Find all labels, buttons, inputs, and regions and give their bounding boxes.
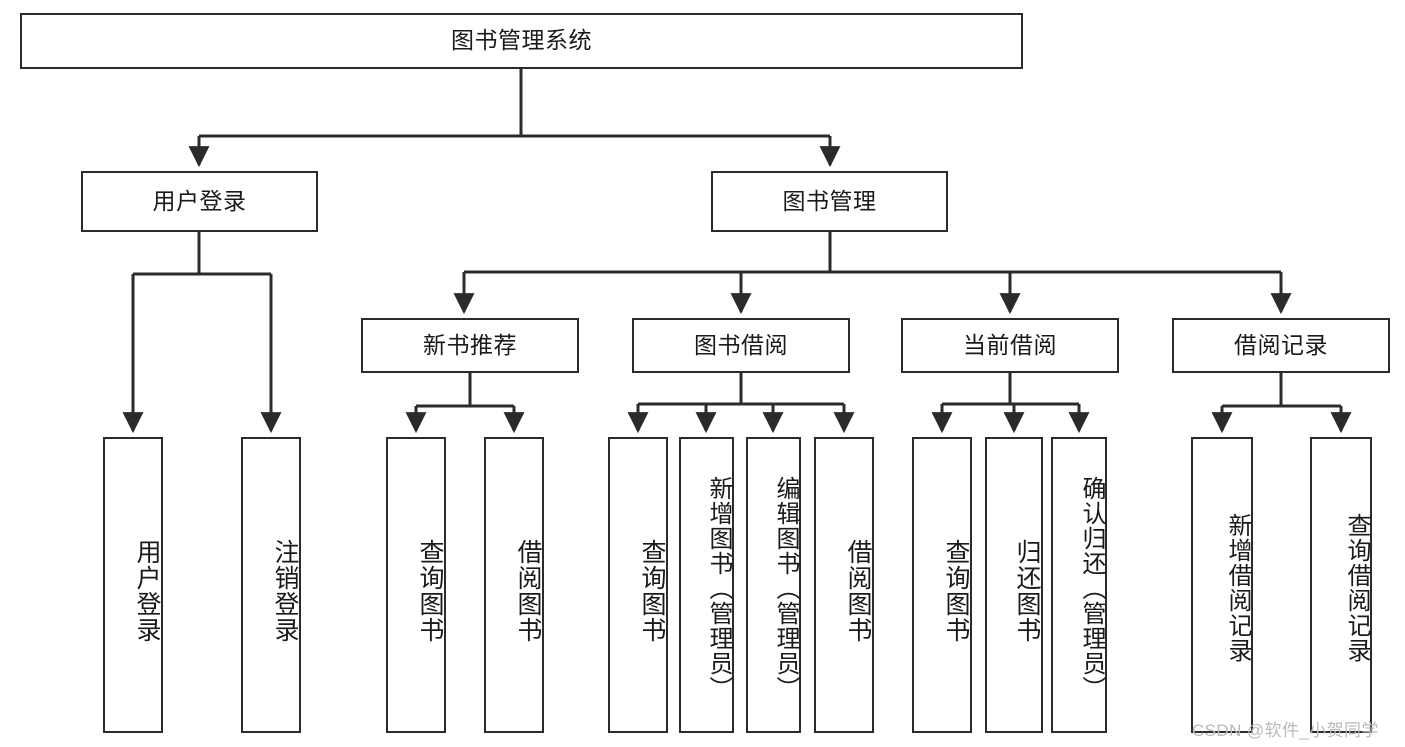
node-book-manage[interactable]: 图书管理	[711, 171, 948, 232]
node-label: 借阅图书	[514, 539, 542, 643]
node-label: 确认归还（管理员）	[1078, 475, 1105, 701]
node-label: 当前借阅	[963, 331, 1057, 358]
node-label: 注销登录	[271, 539, 299, 643]
node-leaf-confirm-return[interactable]: 确认归还（管理员）	[1051, 437, 1107, 733]
node-label: 图书借阅	[694, 331, 788, 358]
node-label: 图书管理	[782, 187, 877, 214]
node-leaf-query-book-1[interactable]: 查询图书	[386, 437, 446, 733]
node-label: 查询图书	[416, 539, 444, 643]
node-leaf-user-logout[interactable]: 注销登录	[241, 437, 301, 733]
node-label: 编辑图书（管理员）	[772, 475, 799, 701]
node-leaf-borrow-book-1[interactable]: 借阅图书	[484, 437, 544, 733]
node-label: 查询借阅记录	[1343, 513, 1370, 663]
node-leaf-query-book-2[interactable]: 查询图书	[608, 437, 668, 733]
node-leaf-query-book-3[interactable]: 查询图书	[912, 437, 972, 733]
node-book-borrow[interactable]: 图书借阅	[632, 318, 850, 373]
node-new-book-recommend[interactable]: 新书推荐	[361, 318, 579, 373]
node-root-system[interactable]: 图书管理系统	[20, 13, 1023, 69]
node-label: 查询图书	[638, 539, 666, 643]
node-leaf-user-login[interactable]: 用户登录	[103, 437, 163, 733]
node-label: 归还图书	[1013, 539, 1041, 643]
node-leaf-borrow-book-2[interactable]: 借阅图书	[814, 437, 874, 733]
node-leaf-return-book[interactable]: 归还图书	[985, 437, 1043, 733]
node-user-login[interactable]: 用户登录	[81, 171, 318, 232]
node-leaf-add-book[interactable]: 新增图书（管理员）	[679, 437, 734, 733]
node-label: 用户登录	[133, 539, 161, 643]
node-label: 图书管理系统	[451, 27, 592, 54]
node-current-borrow[interactable]: 当前借阅	[901, 318, 1119, 373]
node-label: 用户登录	[152, 187, 247, 214]
node-label: 新增借阅记录	[1224, 513, 1251, 663]
node-leaf-add-borrow-record[interactable]: 新增借阅记录	[1191, 437, 1253, 733]
node-label: 新书推荐	[423, 331, 517, 358]
node-borrow-record[interactable]: 借阅记录	[1172, 318, 1390, 373]
node-label: 查询图书	[942, 539, 970, 643]
node-label: 新增图书（管理员）	[705, 475, 732, 701]
node-leaf-edit-book[interactable]: 编辑图书（管理员）	[746, 437, 801, 733]
node-label: 借阅记录	[1234, 331, 1328, 358]
node-leaf-query-borrow-record[interactable]: 查询借阅记录	[1310, 437, 1372, 733]
node-label: 借阅图书	[844, 539, 872, 643]
